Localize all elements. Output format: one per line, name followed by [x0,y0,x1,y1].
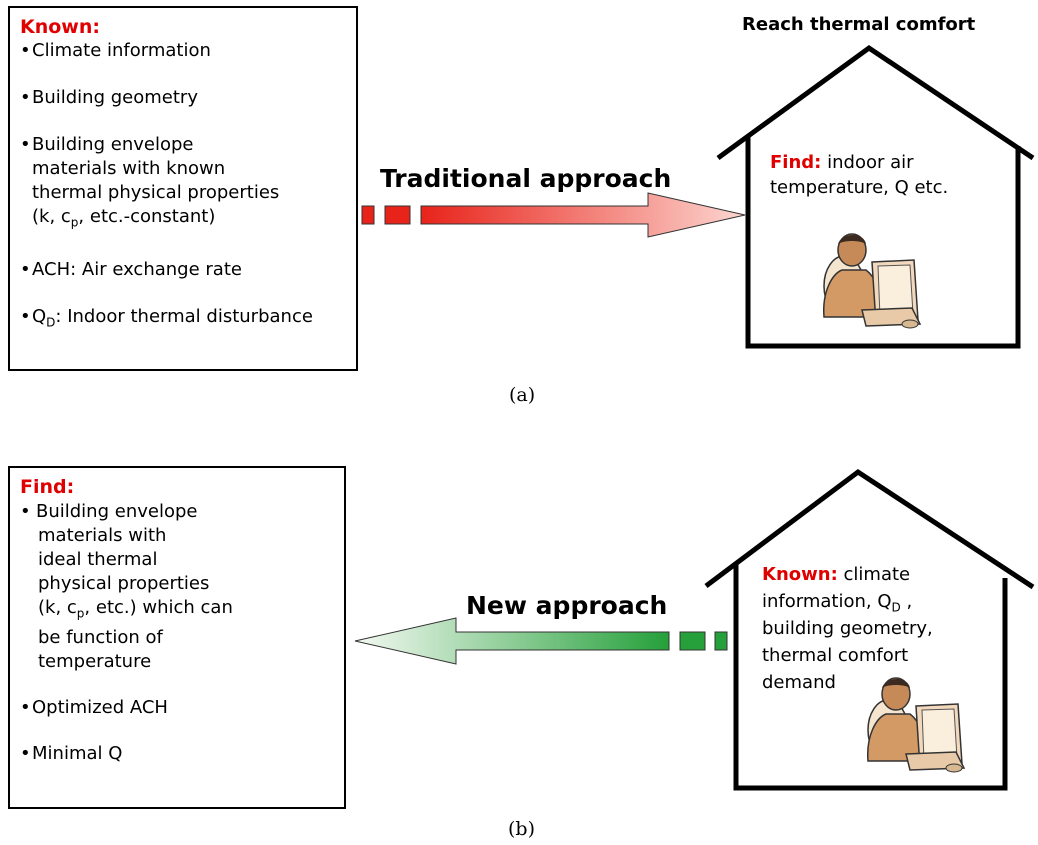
find-item-envelope: •Building envelope [20,501,198,522]
known-item-envelope-line2: materials with known [32,158,226,179]
known-text-b-line5: demand [762,672,836,693]
traditional-arrow [361,192,746,238]
known-item-climate: •Climate information [20,40,211,61]
known-label-b: Known: climate [762,563,910,587]
known-text-b-line1: climate [843,564,911,585]
find-item-ach: •Optimized ACH [20,696,168,718]
known-heading: Known: [20,16,100,38]
find-heading-a: Find: [770,152,822,173]
find-item-envelope-line5: (k, cp, etc.) which can [38,597,233,621]
find-item-envelope-line6: be function of [38,626,163,648]
known-item-envelope-line3: thermal physical properties [32,182,280,203]
find-text-a-line1: indoor air [827,152,914,173]
known-text-b-line3: building geometry, [762,618,933,639]
known-item-envelope: •Building envelope [20,134,194,155]
new-approach-label: New approach [466,591,668,620]
find-box: Find: •Building envelope materials with … [8,466,346,809]
known-item-qd: •QD: Indoor thermal disturbance [20,305,313,330]
person-at-computer-icon [867,677,966,773]
known-heading-b: Known: [762,564,838,585]
house-b [704,468,1035,791]
traditional-approach-label: Traditional approach [380,164,672,193]
known-text-b-line4: thermal comfort [762,645,909,666]
find-item-envelope-line2: materials with [38,525,167,546]
find-item-envelope-line3: ideal thermal [38,549,158,570]
find-heading-b: Find: [20,476,75,498]
known-item-envelope-line4: (k, cp, etc.-constant) [32,206,216,230]
find-text-a-line2: temperature, Q etc. [770,177,949,198]
known-text-b-line2: information, QD , [762,591,913,615]
find-label-a: Find: indoor air [770,151,914,175]
person-at-computer-icon [823,233,922,329]
house-a [716,44,1035,349]
known-item-ach: •ACH: Air exchange rate [20,258,242,280]
find-item-envelope-line4: physical properties [38,573,210,594]
house-title: Reach thermal comfort [742,14,976,35]
new-approach-arrow [354,617,728,665]
known-item-geometry: •Building geometry [20,87,198,108]
find-item-envelope-line7: temperature [38,650,152,672]
known-box: Known: •Climate information •Building ge… [8,6,358,371]
find-item-q: •Minimal Q [20,742,123,764]
caption-a: (a) [509,384,536,406]
caption-b: (b) [508,818,535,840]
